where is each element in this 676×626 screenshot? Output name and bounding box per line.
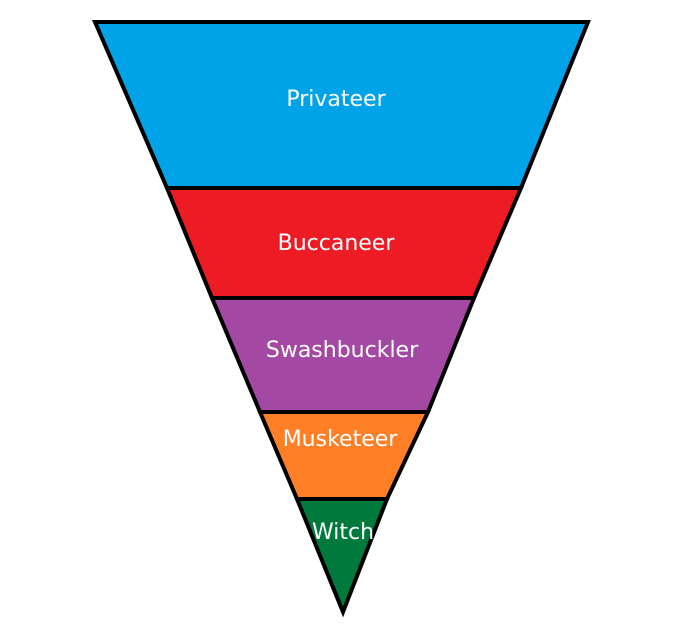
- layer-witch-label: Witch: [312, 520, 374, 545]
- layer-privateer-label: Privateer: [286, 87, 386, 112]
- layer-buccaneer-label: Buccaneer: [278, 231, 396, 256]
- layer-swashbuckler-label: Swashbuckler: [266, 338, 419, 363]
- layer-musketeer-shape: [256, 410, 432, 501]
- layer-musketeer-label: Musketeer: [283, 427, 399, 452]
- layer-witch-shape: [294, 497, 390, 618]
